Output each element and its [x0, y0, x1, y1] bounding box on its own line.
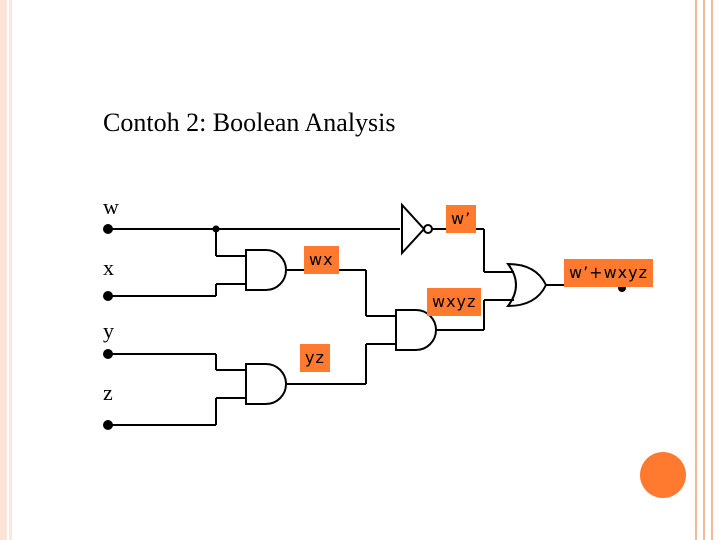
not-gate — [401, 202, 426, 256]
label-yz: yz — [300, 344, 330, 372]
and-gate-wx — [245, 249, 287, 291]
input-terminal-z — [103, 420, 113, 430]
input-label-z: z — [103, 380, 113, 405]
right-decor-line-2 — [703, 0, 705, 540]
input-label-w: w — [103, 194, 119, 219]
or-gate — [505, 262, 548, 308]
label-wxyz: wxyz — [427, 288, 482, 316]
left-decor-bar — [0, 0, 7, 540]
slide-title: Contoh 2: Boolean Analysis — [103, 108, 396, 137]
input-terminal-y — [103, 349, 113, 359]
label-w-not: w’ — [446, 205, 477, 233]
right-decor-line-1 — [695, 0, 697, 540]
left-decor-bar-thin — [9, 0, 12, 540]
label-wx: wx — [304, 246, 339, 274]
right-decor-line-3 — [711, 0, 713, 540]
input-label-x: x — [103, 255, 114, 280]
and-gate-wxyz — [395, 309, 437, 351]
input-terminal-w — [103, 224, 113, 234]
decor-circle — [640, 452, 686, 498]
input-label-y: y — [103, 318, 114, 343]
and-gate-yz — [245, 363, 287, 405]
junction-dot-w — [212, 225, 220, 233]
label-output: w’+wxyz — [564, 259, 653, 287]
input-terminal-x — [103, 291, 113, 301]
